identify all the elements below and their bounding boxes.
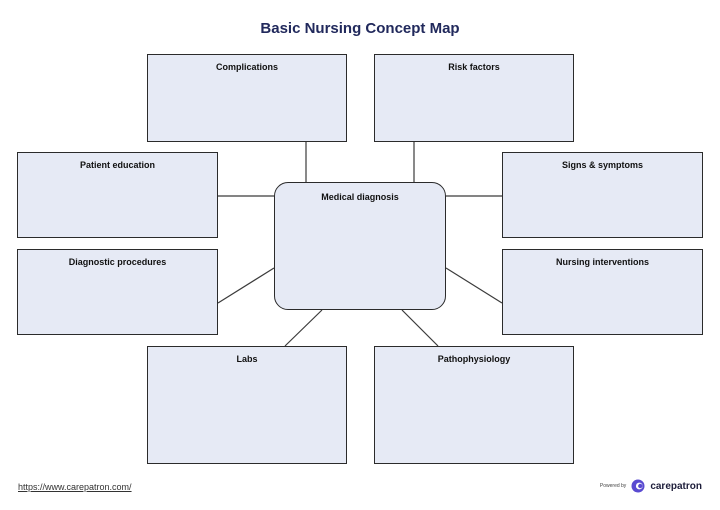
diagnostic-procedures-box[interactable]: Diagnostic procedures [17,249,218,335]
footer-brand: Powered by carepatron [600,479,702,493]
labs-box[interactable]: Labs [147,346,347,464]
diagnostic-procedures-label: Diagnostic procedures [68,257,167,267]
nursing-interventions-box[interactable]: Nursing interventions [502,249,703,335]
connector-nursing-interventions [445,267,503,304]
risk-factors-label: Risk factors [448,62,500,72]
carepatron-logo-icon [631,479,645,493]
signs-symptoms-label: Signs & symptoms [561,160,644,170]
nursing-interventions-label: Nursing interventions [555,257,649,267]
connector-labs [284,309,323,347]
powered-by-text: Powered by [599,483,627,489]
footer-url-link[interactable]: https://www.carepatron.com/ [18,482,132,492]
signs-symptoms-box[interactable]: Signs & symptoms [502,152,703,238]
complications-label: Complications [215,62,278,72]
pathophysiology-box[interactable]: Pathophysiology [374,346,574,464]
page-title: Basic Nursing Concept Map [260,20,460,37]
brand-name: carepatron [650,480,702,492]
medical-diagnosis-box[interactable]: Medical diagnosis [274,182,446,310]
risk-factors-box[interactable]: Risk factors [374,54,574,142]
patient-education-label: Patient education [79,160,155,170]
patient-education-box[interactable]: Patient education [17,152,218,238]
pathophysiology-label: Pathophysiology [437,354,511,364]
medical-diagnosis-label: Medical diagnosis [321,192,399,202]
complications-box[interactable]: Complications [147,54,347,142]
labs-label: Labs [236,354,258,364]
connector-pathophysiology [401,309,439,347]
connector-diagnostic-procedures [217,267,275,304]
